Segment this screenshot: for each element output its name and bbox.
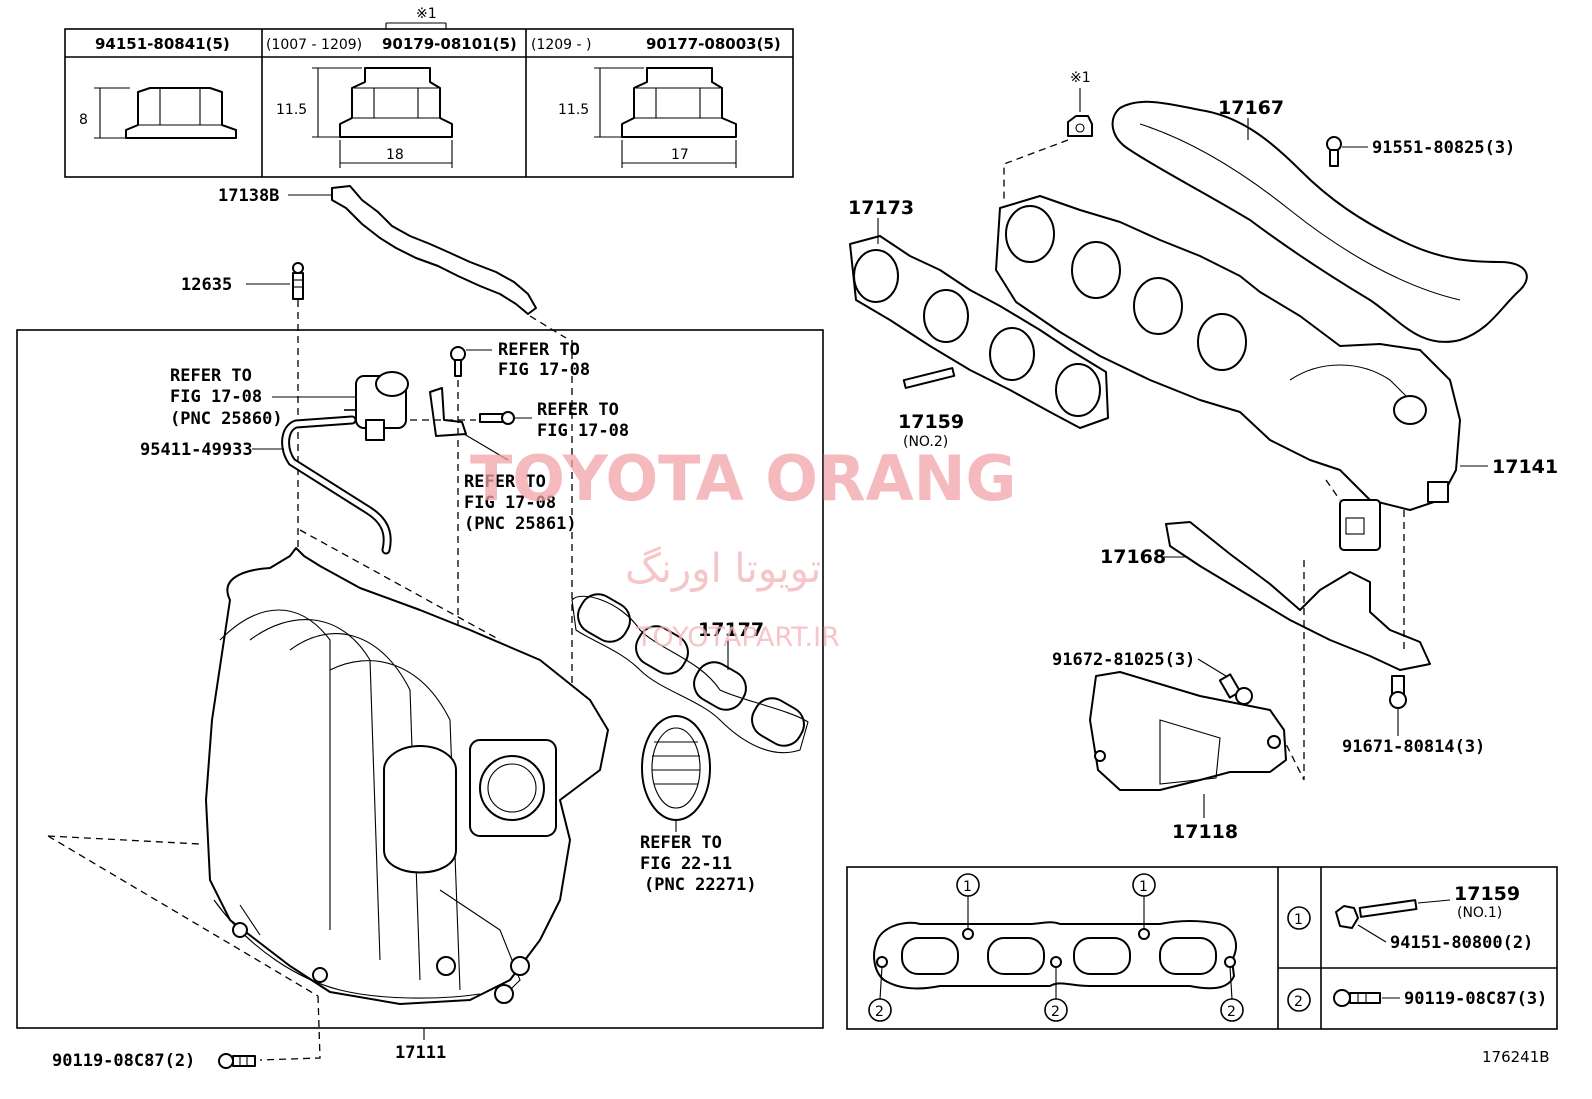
refer-throttle-2: FIG 22-11 (640, 854, 732, 874)
label-17138b: 17138B (218, 186, 279, 206)
label-90119-right: 90119-08C87(3) (1404, 989, 1547, 1009)
throttle-gasket (641, 715, 711, 821)
label-17141: 17141 (1492, 456, 1558, 478)
label-17118: 17118 (1172, 821, 1238, 843)
col2-dim-width: 18 (386, 147, 404, 163)
bolt-91671 (1389, 675, 1407, 709)
note-mark-1: ※1 (416, 6, 437, 22)
table-col2-part: 90179-08101(5) (382, 35, 517, 53)
bracket-17138b (331, 185, 537, 315)
bolt-91672 (1218, 673, 1253, 705)
watermark: TOYOTA ORANG تویوتا اورنگ TOYOTAPART.IR (470, 442, 1016, 653)
refer-bracket-2: FIG 17-08 (464, 493, 556, 513)
exhaust-manifold-group: ※1 17167 91551-80825(3) 17173 17159 (848, 70, 1558, 843)
bolt-refer-1 (450, 346, 466, 377)
callout-2a: 2 (875, 1004, 884, 1020)
col2-dim-height: 11.5 (276, 102, 307, 118)
callout-1b: 1 (1139, 879, 1148, 895)
label-94151-80800: 94151-80800(2) (1390, 933, 1533, 953)
table-col2-prefix: (1007 - 1209) (266, 37, 362, 53)
refer-bracket-3: (PNC 25861) (464, 514, 577, 534)
label-90119-left: 90119-08C87(2) (52, 1051, 195, 1071)
col1-dim-height: 8 (79, 112, 88, 128)
label-17168: 17168 (1100, 546, 1166, 568)
flange-nut-icon: 8 (79, 87, 237, 139)
label-91551: 91551-80825(3) (1372, 138, 1515, 158)
callout-1a: 1 (963, 879, 972, 895)
intake-manifold-group: 17138B 12635 REFER TO FIG 17-08 (PNC 258… (16, 185, 824, 1071)
nut-spec-table: 94151-80841(5) (1007 - 1209) 90179-08101… (64, 6, 794, 178)
gasket-legend-box: 1 1 2 2 2 1 2 17159 (NO.1) 94151-80800(2… (846, 866, 1558, 1030)
refer-vsv-2: FIG 17-08 (170, 387, 262, 407)
legend-marker-1: 1 (1294, 912, 1303, 928)
label-12635: 12635 (181, 275, 232, 295)
table-col3-prefix: (1209 - ) (531, 37, 592, 53)
refer-bolt2-2: FIG 17-08 (537, 421, 629, 441)
label-17167: 17167 (1218, 97, 1284, 119)
label-17159-no2: 17159 (898, 411, 964, 433)
note-mark-right: ※1 (1070, 70, 1091, 86)
flange-nut-tall-icon-2: 11.5 17 (558, 67, 737, 168)
stud-17159-no2 (902, 367, 956, 389)
table-col1-part: 94151-80841(5) (95, 35, 230, 53)
label-17159-no1-sub: (NO.1) (1457, 905, 1502, 921)
refer-bolt1-1: REFER TO (498, 340, 580, 360)
bolt-90119-left (218, 1053, 256, 1069)
stud-12635 (292, 262, 304, 300)
label-17173: 17173 (848, 197, 914, 219)
intake-manifold-17111 (205, 547, 609, 1005)
diagram-code: 176241B (1482, 1048, 1550, 1066)
stay-17168 (1165, 521, 1431, 671)
label-17159-no2-sub: (NO.2) (903, 434, 948, 450)
intake-frame (16, 329, 824, 1029)
label-17159-no1: 17159 (1454, 883, 1520, 905)
refer-bolt1-2: FIG 17-08 (498, 360, 590, 380)
legend-marker-2: 2 (1294, 994, 1303, 1010)
callout-2b: 2 (1051, 1004, 1060, 1020)
bolt-90119-right (1333, 989, 1381, 1007)
flange-nut-tall-icon: 11.5 18 (276, 67, 453, 168)
heat-insulator-17167 (1111, 100, 1528, 343)
bolt-91551 (1326, 136, 1342, 167)
bolt-refer-2 (479, 411, 515, 425)
watermark-line2: تویوتا اورنگ (625, 546, 821, 592)
label-17177: 17177 (698, 619, 764, 641)
watermark-line3: TOYOTAPART.IR (635, 622, 840, 653)
refer-throttle-3: (PNC 22271) (644, 875, 757, 895)
label-95411: 95411-49933 (140, 440, 253, 460)
refer-vsv-3: (PNC 25860) (170, 409, 283, 429)
watermark-line1: TOYOTA ORANG (470, 442, 1016, 515)
bracket-17118 (1089, 671, 1287, 791)
col3-dim-width: 17 (671, 147, 689, 163)
refer-bolt2-1: REFER TO (537, 400, 619, 420)
label-91672: 91672-81025(3) (1052, 650, 1195, 670)
bracket-25861 (429, 387, 467, 437)
col3-dim-height: 11.5 (558, 102, 589, 118)
refer-throttle-1: REFER TO (640, 833, 722, 853)
vsv-valve (344, 371, 409, 441)
nut-ref-1 (1067, 115, 1093, 137)
exhaust-manifold-17141 (995, 195, 1461, 551)
table-col3-part: 90177-08003(5) (646, 35, 781, 53)
refer-bracket-1: REFER TO (464, 472, 546, 492)
label-91671: 91671-80814(3) (1342, 737, 1485, 757)
gasket-17173 (849, 235, 1109, 429)
refer-vsv-1: REFER TO (170, 366, 252, 386)
label-17111: 17111 (395, 1043, 446, 1063)
stud-17159-no1 (1335, 899, 1418, 929)
gasket-17177 (571, 593, 809, 754)
callout-2c: 2 (1227, 1004, 1236, 1020)
